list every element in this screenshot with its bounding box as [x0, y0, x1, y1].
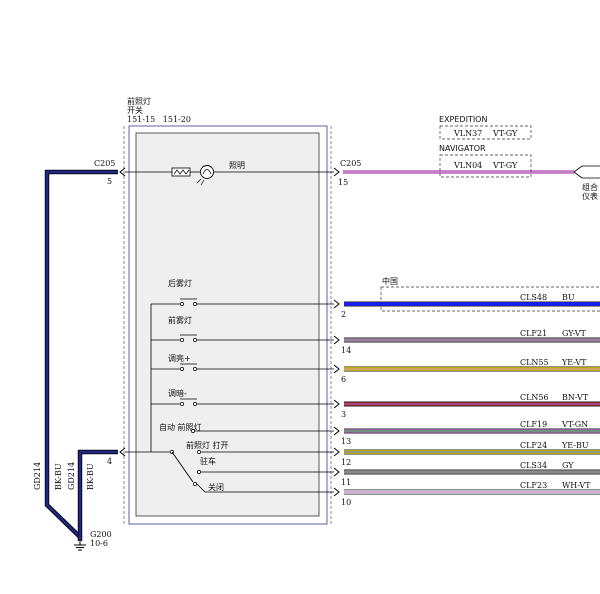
- label-rear-fog: 后雾灯: [168, 278, 192, 288]
- china-box: [380, 286, 600, 312]
- label-headlamp-on: 前照灯 打开: [186, 440, 229, 450]
- wire-color: GY-VT: [562, 329, 587, 338]
- ground-wire-outer: [44, 169, 118, 541]
- output-wire-10: 10 CLF23 WH-VT: [333, 481, 600, 507]
- wire-color: YE-BU: [561, 441, 589, 450]
- switch-rear-fog: [151, 298, 334, 306]
- ground-wire-inner: [77, 449, 118, 537]
- label-dim-down: 调暗-: [168, 388, 187, 398]
- destination-line2: 仪表: [582, 191, 598, 201]
- navigator-label: NAVIGATOR: [439, 144, 486, 153]
- output-wire-6: 6 CLN55 YE-VT: [333, 358, 600, 384]
- wire-circuit: CLN56: [520, 393, 549, 402]
- ground-inner-color: BK-BU: [86, 463, 95, 490]
- wire-pin: 3: [341, 410, 346, 419]
- connector-arrow-icon: [333, 487, 340, 497]
- left-bottom-pin: 4: [107, 457, 112, 466]
- connector-arrow-icon: [333, 299, 340, 309]
- switch-title-line2: 开关: [127, 105, 143, 115]
- switch-dim-up: [151, 363, 334, 371]
- ground-symbol-icon: [74, 541, 86, 551]
- left-connector-arrow-icon: [119, 167, 126, 177]
- wire-circuit: CLN55: [520, 358, 549, 367]
- connector-arrow-icon: [333, 399, 340, 409]
- ground-name: G200: [90, 530, 112, 539]
- wire-circuit: CLS48: [520, 293, 547, 302]
- output-wire-12: 12 CLF24 YE-BU: [333, 441, 600, 467]
- output-wire-3: 3 CLN56 BN-VT: [333, 393, 600, 419]
- right-connector-name: C205: [340, 159, 361, 168]
- ground-outer-color: BK-BU: [54, 463, 63, 490]
- wire-circuit: CLS34: [520, 461, 547, 470]
- label-off: 关闭: [208, 482, 224, 492]
- wire-color: BU: [562, 293, 575, 302]
- wire-pin: 14: [341, 346, 351, 355]
- wire-color: GY: [562, 461, 574, 470]
- expedition-box: [439, 125, 532, 140]
- left-bottom-arrow-icon: [119, 447, 126, 457]
- left-connector-name: C205: [94, 159, 115, 168]
- wire-color: WH-VT: [562, 481, 591, 490]
- wire-pin: 2: [341, 310, 346, 319]
- right-connector-arrow-icon: [333, 167, 340, 177]
- switch-front-fog: [151, 334, 334, 342]
- navigator-circuit: VLN04: [453, 161, 482, 170]
- wire-circuit: CLF19: [520, 420, 547, 429]
- wire-color: YE-VT: [561, 358, 587, 367]
- expedition-color: VT-GY: [492, 129, 518, 138]
- resistor-icon: [171, 167, 191, 177]
- navigator-box: [439, 154, 532, 178]
- switch-title-line1: 前照灯: [127, 96, 151, 106]
- switch-dim-down: [151, 398, 334, 406]
- connector-arrow-icon: [333, 467, 340, 477]
- navigator-color: VT-GY: [492, 161, 518, 170]
- label-parking: 驻车: [200, 456, 216, 466]
- wire-pin: 10: [341, 498, 351, 507]
- ground-sub: 10-6: [90, 539, 108, 548]
- switch-pin-ref: 151-15 151-20: [127, 115, 191, 124]
- wire-circuit: CLF23: [520, 481, 547, 490]
- left-connector-pin: 5: [107, 177, 112, 186]
- wire-pin: 6: [341, 375, 346, 384]
- wire-pin: 12: [341, 458, 351, 467]
- destination-line1: 组合: [582, 182, 598, 192]
- wire-color: BN-VT: [562, 393, 589, 402]
- wire-pin: 13: [341, 437, 351, 446]
- connector-arrow-icon: [333, 335, 340, 345]
- output-wires: 2 CLS48 BU 14 CLF21 GY-VT 6 CLN55 YE-VT 3 CLN56 BN-…: [333, 293, 600, 507]
- connector-arrow-icon: [333, 447, 340, 457]
- output-wire-2: 2 CLS48 BU: [333, 293, 600, 319]
- connector-arrow-icon: [333, 426, 340, 436]
- china-label: 中国: [382, 276, 398, 286]
- label-dim-up: 调亮+: [168, 353, 191, 363]
- output-wire-14: 14 CLF21 GY-VT: [333, 329, 600, 355]
- lamp-icon: [196, 165, 214, 186]
- wire-color: VT-GN: [561, 420, 588, 429]
- connector-arrow-icon: [333, 364, 340, 374]
- wire-circuit: CLF24: [520, 441, 547, 450]
- lamp-label: 照明: [229, 161, 245, 170]
- expedition-circuit: VLN37: [453, 129, 482, 138]
- output-wire-13: 13 CLF19 VT-GN: [333, 420, 600, 446]
- destination-connector-icon: [573, 165, 600, 179]
- switch-housing-inner: [135, 132, 320, 517]
- ground-outer-circuit: GD214: [33, 462, 42, 490]
- wire-pin: 11: [341, 478, 351, 487]
- label-auto-headlamp: 自动 前照灯: [159, 422, 202, 432]
- ground-inner-circuit: GD214: [67, 462, 76, 490]
- output-wire-11: 11 CLS34 GY: [333, 461, 600, 487]
- headlamp-rotary-switch: [151, 429, 334, 493]
- right-connector-pin: 15: [338, 178, 348, 187]
- expedition-label: EXPEDITION: [439, 115, 487, 124]
- wire-circuit: CLF21: [520, 329, 547, 338]
- label-front-fog: 前雾灯: [168, 315, 192, 325]
